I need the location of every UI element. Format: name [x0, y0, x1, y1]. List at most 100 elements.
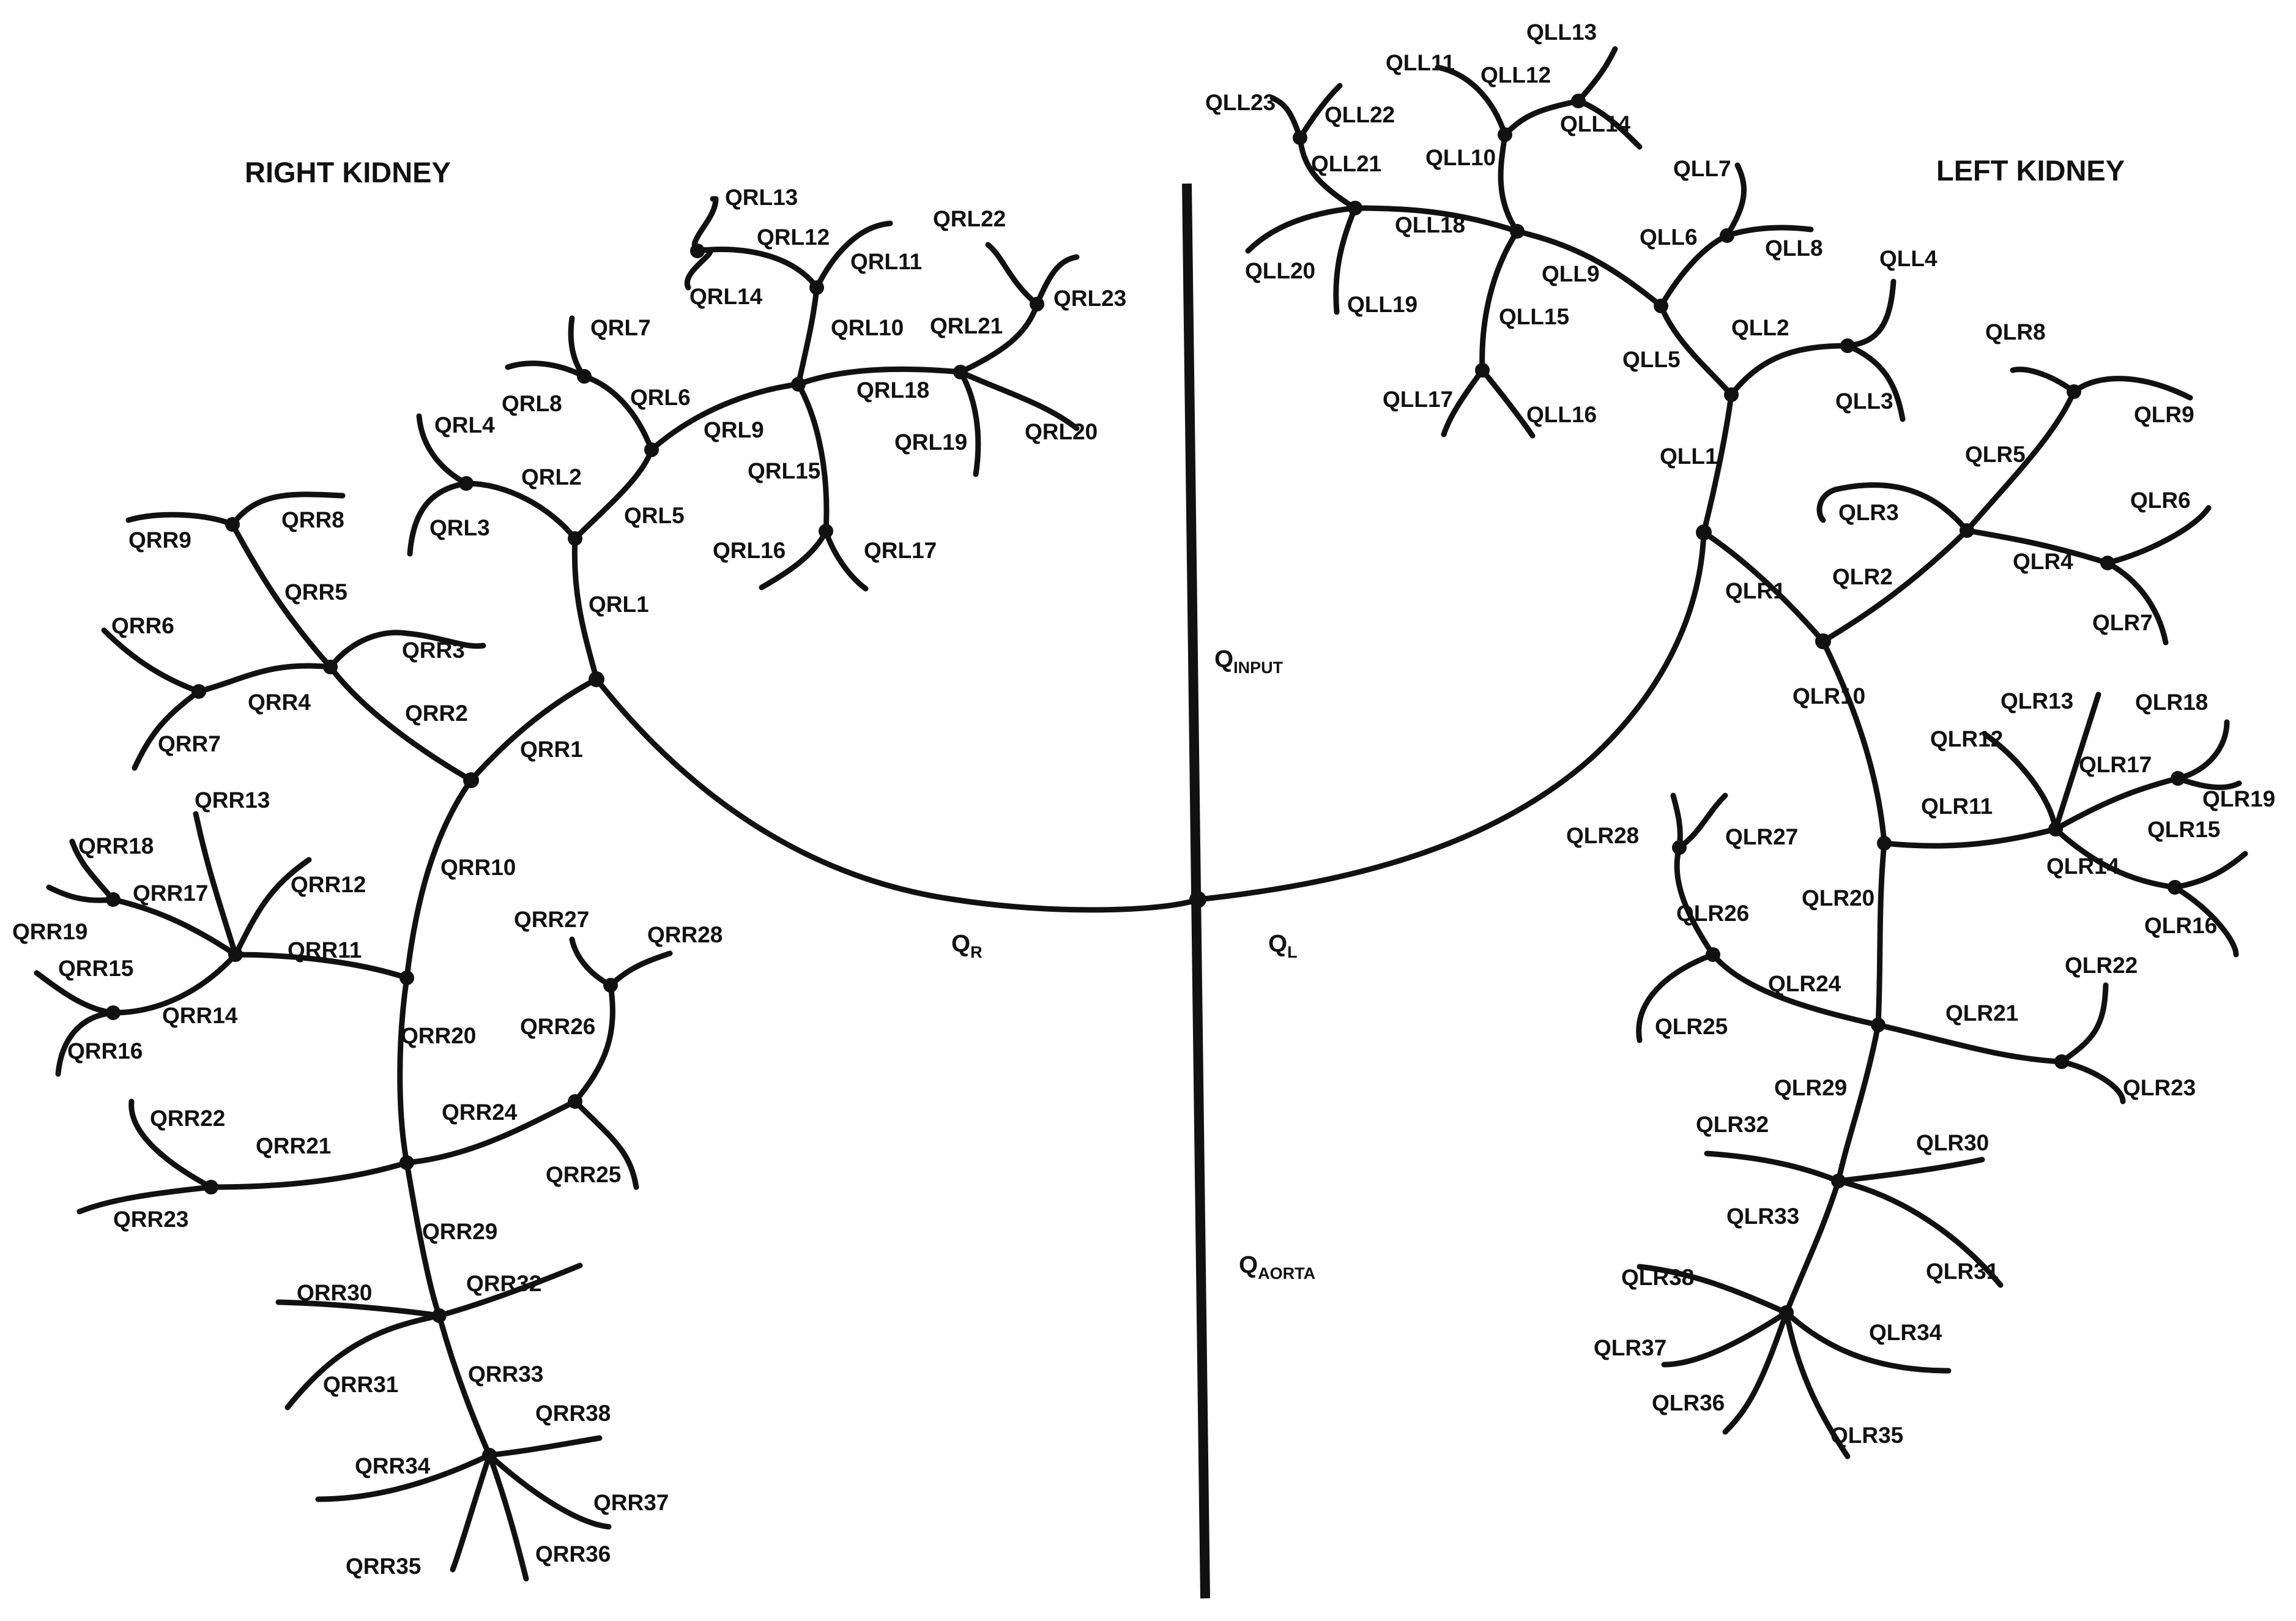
- label-qlr22: QLR22: [2065, 953, 2138, 978]
- label-qrr37: QRR37: [593, 1490, 669, 1515]
- label-qll7: QLL7: [1673, 156, 1731, 181]
- junction-nodes: [106, 94, 2185, 1463]
- label-qrr2: QRR2: [405, 701, 468, 726]
- label-q-input: QINPUT: [1214, 646, 1284, 677]
- label-qrl18: QRL18: [856, 378, 929, 403]
- label-qrr7: QRR7: [158, 731, 221, 756]
- label-qrr27: QRR27: [514, 907, 589, 932]
- label-qrr15: QRR15: [58, 956, 133, 981]
- label-qrl11: QRL11: [850, 249, 922, 274]
- label-qll18: QLL18: [1395, 212, 1465, 237]
- labels-right-upper: QRL1 QRL2 QRL3 QRL4 QRL5 QRL6 QRL7 QRL8 …: [429, 185, 1126, 617]
- label-qlr7: QLR7: [2092, 610, 2153, 635]
- label-q-l: QL: [1268, 930, 1298, 961]
- label-qlr29: QLR29: [1774, 1075, 1847, 1100]
- label-qrl10: QRL10: [831, 315, 904, 340]
- label-qlr37: QLR37: [1594, 1335, 1666, 1360]
- label-qrr34: QRR34: [355, 1453, 431, 1478]
- label-qll20: QLL20: [1245, 258, 1315, 283]
- vessel-q-r: [593, 676, 1201, 913]
- label-qrl14: QRL14: [689, 284, 763, 309]
- label-qll17: QLL17: [1383, 387, 1453, 412]
- label-qll2: QLL2: [1731, 315, 1789, 340]
- label-qlr24: QLR24: [1768, 971, 1841, 996]
- label-qrr29: QRR29: [422, 1219, 497, 1244]
- label-qll19: QLL19: [1347, 292, 1417, 317]
- label-qrl20: QRL20: [1025, 419, 1098, 444]
- label-qll6: QLL6: [1640, 225, 1698, 250]
- label-qrr32: QRR32: [466, 1271, 541, 1296]
- label-qlr15: QLR15: [2147, 817, 2220, 842]
- vessel-q-l: [1195, 529, 1707, 903]
- label-qlr13: QLR13: [2001, 688, 2073, 714]
- labels-left-upper: QLL1 QLL2 QLL3 QLL4 QLL5 QLL6 QLL7 QLL8 …: [1205, 20, 1937, 469]
- label-qlr3: QLR3: [1838, 500, 1899, 525]
- label-qlr11: QLR11: [1921, 794, 1993, 819]
- label-qrr4: QRR4: [248, 690, 311, 715]
- label-qrr21: QRR21: [256, 1133, 331, 1158]
- label-qrl21: QRL21: [930, 313, 1003, 338]
- label-qll14: QLL14: [1560, 111, 1631, 136]
- label-qrr24: QRR24: [442, 1100, 518, 1125]
- label-qlr38: QLR38: [1621, 1265, 1694, 1290]
- label-qrl2: QRL2: [521, 464, 582, 490]
- left-kidney-vessels: [1245, 46, 2248, 1459]
- right-kidney-vessels: [34, 196, 1080, 1582]
- label-qrl23: QRL23: [1053, 286, 1126, 311]
- label-qrr11: QRR11: [288, 937, 362, 963]
- label-qll9: QLL9: [1542, 261, 1600, 286]
- label-qrr16: QRR16: [67, 1038, 143, 1064]
- label-qlr34: QLR34: [1869, 1320, 1942, 1345]
- label-qlr26: QLR26: [1676, 901, 1749, 926]
- label-qrr35: QRR35: [346, 1554, 421, 1579]
- label-q-aorta: QAORTA: [1239, 1251, 1315, 1283]
- label-qlr23: QLR23: [2123, 1075, 2196, 1100]
- label-qrr26: QRR26: [520, 1014, 595, 1039]
- label-qrr19: QRR19: [12, 919, 87, 944]
- label-qrl1: QRL1: [589, 592, 649, 617]
- label-qrr6: QRR6: [111, 613, 174, 638]
- label-qrr1: QRR1: [520, 737, 583, 762]
- labels-right-lower: QRR1 QRR2 QRR3 QRR4 QRR5 QRR6 QRR7 QRR8 …: [12, 507, 723, 1579]
- label-qlr5: QLR5: [1965, 442, 2026, 467]
- labels-left-lower: QLR1 QLR2 QLR3 QLR4 QLR5 QLR6 QLR7 QLR8 …: [1566, 319, 2275, 1448]
- label-qrl16: QRL16: [713, 538, 786, 563]
- label-qrl19: QRL19: [894, 430, 967, 455]
- label-qll23: QLL23: [1205, 90, 1276, 115]
- heading-left-kidney: LEFT KIDNEY: [1936, 154, 2125, 187]
- label-qlr21: QLR21: [1945, 1001, 2018, 1026]
- label-qll16: QLL16: [1526, 402, 1597, 427]
- label-qll13: QLL13: [1526, 20, 1597, 45]
- label-qlr14: QLR14: [2046, 854, 2120, 879]
- label-qll11: QLL11: [1386, 50, 1455, 75]
- label-qrr12: QRR12: [291, 872, 366, 897]
- label-qlr28: QLR28: [1566, 823, 1639, 848]
- label-qlr30: QLR30: [1916, 1130, 1989, 1155]
- label-qrl6: QRL6: [630, 385, 691, 410]
- label-qrl8: QRL8: [502, 391, 562, 416]
- label-qll22: QLL22: [1324, 102, 1395, 127]
- label-qrl4: QRL4: [434, 412, 495, 438]
- label-qll21: QLL21: [1311, 151, 1381, 176]
- label-qlr16: QLR16: [2144, 913, 2217, 938]
- label-qlr8: QLR8: [1985, 319, 2046, 345]
- label-qlr10: QLR10: [1793, 684, 1865, 709]
- label-qll5: QLL5: [1622, 347, 1681, 372]
- label-qlr2: QLR2: [1832, 564, 1893, 589]
- label-qlr1: QLR1: [1725, 578, 1786, 603]
- label-qrr30: QRR30: [297, 1280, 372, 1305]
- label-qlr19: QLR19: [2202, 786, 2275, 811]
- label-qlr9: QLR9: [2134, 402, 2194, 427]
- label-qrl22: QRL22: [933, 206, 1006, 231]
- label-qrr33: QRR33: [468, 1362, 543, 1387]
- label-qrr36: QRR36: [535, 1541, 611, 1567]
- label-qrl12: QRL12: [757, 225, 830, 250]
- label-qlr6: QLR6: [2130, 488, 2191, 513]
- label-qrl7: QRL7: [590, 315, 651, 340]
- label-qrr10: QRR10: [440, 855, 516, 880]
- label-qlr4: QLR4: [2013, 549, 2073, 574]
- label-qrl3: QRL3: [429, 515, 490, 540]
- label-qrr31: QRR31: [323, 1372, 398, 1397]
- label-qlr12: QLR12: [1930, 726, 2003, 751]
